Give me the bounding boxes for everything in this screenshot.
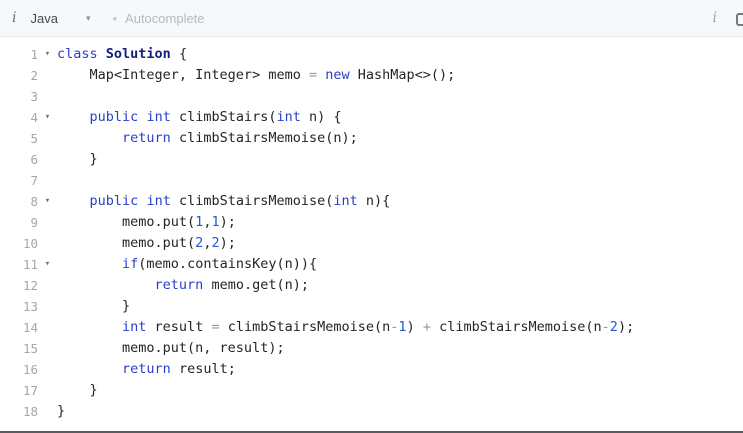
chevron-down-icon: ▾ [85,12,91,23]
line-number: 8 [30,194,38,209]
info-icon-left[interactable]: i [12,10,17,26]
code-text: return result; [122,361,236,377]
fold-caret-icon[interactable]: ▾ [44,112,51,122]
code-text: return climbStairsMemoise(n); [122,130,358,146]
fold-caret-slot [38,149,57,170]
fold-caret-slot [38,212,57,233]
fold-caret-slot [38,128,57,149]
code-line[interactable]: 5 return climbStairsMemoise(n); [0,128,743,149]
line-number: 10 [22,236,38,251]
fold-caret-slot [38,317,57,338]
line-number: 12 [22,278,38,293]
code-line[interactable]: 15 memo.put(n, result); [0,338,743,359]
line-number: 13 [22,299,38,314]
code-line[interactable]: 17 } [0,380,743,401]
code-line[interactable]: 4 ▾ public int climbStairs(int n) { [0,107,743,128]
line-number: 5 [30,131,38,146]
code-line[interactable]: 3 [0,86,743,107]
code-text: public int climbStairsMemoise(int n){ [89,193,391,209]
autocomplete-label: Autocomplete [125,10,205,26]
code-line[interactable]: 2 Map<Integer, Integer> memo = new HashM… [0,65,743,86]
fold-caret-slot [38,65,57,86]
code-text: int result = climbStairsMemoise(n-1) + c… [122,319,635,335]
language-selector[interactable]: Java ▾ [30,11,90,26]
code-text: memo.put(1,1); [57,214,236,230]
fold-caret-slot [38,296,57,317]
code-line[interactable]: 6 } [0,149,743,170]
line-number: 18 [22,404,38,419]
code-area[interactable]: 1 ▾ class Solution { 2 Map<Integer, Integer… [0,37,743,431]
code-line[interactable]: 16 return result; [0,359,743,380]
info-icon-right[interactable]: i [712,10,717,26]
fold-caret-slot [38,359,57,380]
fold-caret-icon[interactable]: ▾ [44,49,51,59]
code-text: Map<Integer, Integer> memo = new HashMap… [57,67,456,83]
code-line[interactable]: 18} [0,401,743,422]
code-text: memo.put(2,2); [57,235,236,251]
fold-caret-slot [38,170,57,191]
code-line[interactable]: 13 } [0,296,743,317]
code-text: } [57,382,98,398]
code-text: return memo.get(n); [154,277,309,293]
fold-caret-slot [38,380,57,401]
fold-caret-slot [38,275,57,296]
code-text: memo.put(n, result); [57,340,285,356]
line-number: 14 [22,320,38,335]
code-text: if(memo.containsKey(n)){ [122,256,318,272]
settings-icon[interactable] [736,13,743,26]
line-number: 4 [30,110,38,125]
code-line[interactable]: 7 [0,170,743,191]
language-label: Java [30,10,58,26]
code-line[interactable]: 1 ▾ class Solution { [0,44,743,65]
code-line[interactable]: 12 return memo.get(n); [0,275,743,296]
code-line[interactable]: 8 ▾ public int climbStairsMemoise(int n){ [0,191,743,212]
line-number: 11 [22,257,38,272]
editor-toolbar: i Java ▾ • Autocomplete i [0,0,743,37]
code-text: } [57,151,98,167]
line-number: 1 [30,47,38,62]
fold-caret-slot [38,401,57,422]
autocomplete-toggle[interactable]: • Autocomplete [112,11,204,26]
fold-caret-slot [38,233,57,254]
line-number: 2 [30,68,38,83]
fold-caret-slot [38,338,57,359]
line-number: 15 [22,341,38,356]
code-text: class Solution { [57,46,188,62]
line-number: 6 [30,152,38,167]
line-number: 9 [30,215,38,230]
code-line[interactable]: 14 int result = climbStairsMemoise(n-1) … [0,317,743,338]
code-line[interactable]: 10 memo.put(2,2); [0,233,743,254]
editor-lines: 1 ▾ class Solution { 2 Map<Integer, Integer… [0,44,743,422]
code-line[interactable]: 9 memo.put(1,1); [0,212,743,233]
code-text: } [57,403,66,419]
line-number: 7 [30,173,38,188]
fold-caret-icon[interactable]: ▾ [44,259,51,269]
bullet-icon: • [112,10,118,26]
code-text: public int climbStairs(int n) { [89,109,342,125]
code-line[interactable]: 11 ▾ if(memo.containsKey(n)){ [0,254,743,275]
line-number: 3 [30,89,38,104]
line-number: 16 [22,362,38,377]
line-number: 17 [22,383,38,398]
fold-caret-icon[interactable]: ▾ [44,196,51,206]
fold-caret-slot [38,86,57,107]
code-text: } [57,298,131,314]
